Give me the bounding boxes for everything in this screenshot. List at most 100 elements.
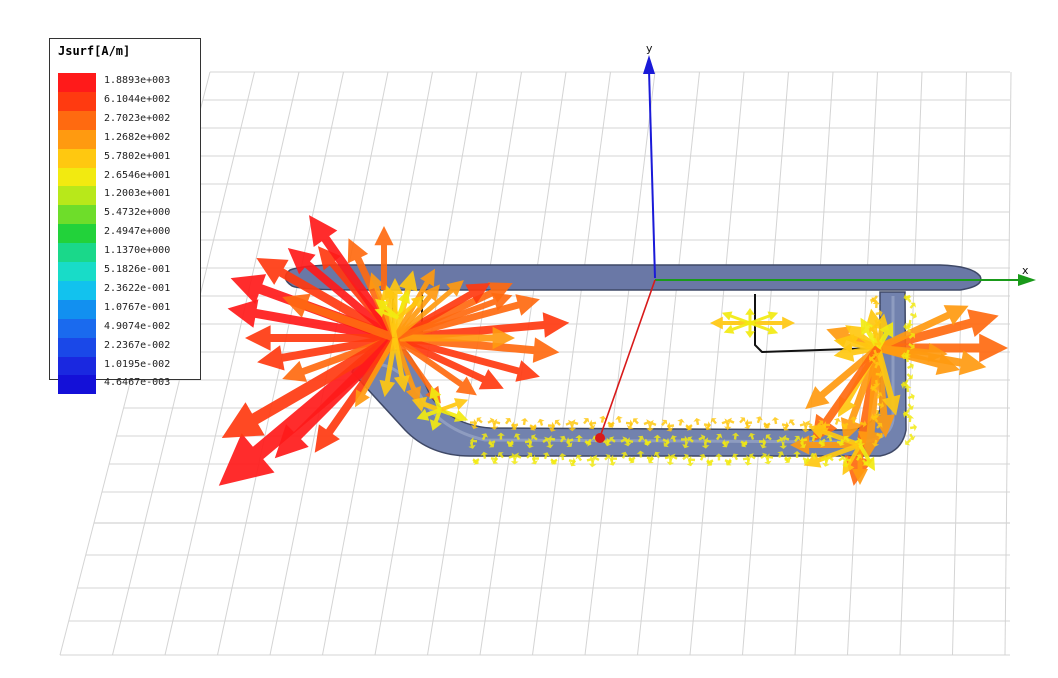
current-arrow [628,455,636,463]
current-arrow [876,422,883,429]
current-arrow [715,453,723,461]
current-arrow [777,451,785,459]
legend-swatch [58,224,96,244]
current-arrow [682,453,689,461]
legend-label: 4.6467e-003 [104,377,171,389]
current-arrow [620,451,628,459]
current-arrow [868,326,876,334]
current-arrow [788,419,795,426]
current-arrow [589,419,597,428]
legend-swatch [58,129,96,149]
current-arrow [687,436,694,443]
grid-line [794,71,834,656]
current-arrow [488,439,496,447]
current-arrow [394,294,540,342]
current-arrow [554,419,561,426]
current-arrow [653,451,661,459]
grid-line [164,71,300,656]
current-arrow [497,452,504,459]
legend-label: 6.1044e+002 [104,93,171,105]
z-axis-line [599,279,656,438]
current-arrow [760,452,767,459]
current-arrow [558,453,567,461]
current-arrow [548,424,556,432]
current-arrow [731,453,739,461]
current-arrow [394,334,540,382]
current-arrow [355,336,398,408]
legend-entry: 1.1370e+000 [58,243,198,263]
current-arrow [439,408,469,422]
y-axis-arrowhead [643,55,655,74]
current-arrow [514,452,522,460]
current-arrow [827,454,834,462]
current-arrow [583,418,590,425]
current-arrow [857,439,865,447]
current-arrow [710,316,750,330]
current-arrow [909,302,916,309]
legend-title: Jsurf[A/m] [58,44,131,58]
current-arrow [908,433,916,441]
current-arrow [833,418,841,425]
current-arrow [497,432,505,440]
current-arrow [764,457,772,465]
legend-entry: 5.7802e+001 [58,148,198,168]
current-arrow [869,356,876,363]
coordinate-axes: y x [595,42,1036,443]
current-arrow [817,420,824,427]
current-arrow [763,422,771,429]
current-arrow [872,301,881,309]
current-arrow [227,299,396,343]
current-arrow [395,326,515,350]
current-arrow [487,417,495,425]
current-arrow [706,458,714,466]
current-arrow [532,454,539,463]
current-arrow [907,362,914,370]
current-arrow [801,425,810,433]
grid-line [427,71,522,656]
current-arrow [843,435,850,443]
current-arrow [910,312,917,320]
current-arrow [877,401,885,409]
current-arrow [902,411,910,418]
current-arrow [505,418,512,425]
current-arrow [686,424,693,431]
current-arrow [530,424,537,431]
current-arrow [799,441,807,449]
current-arrow [520,418,529,426]
current-arrow [568,424,576,432]
current-arrow [559,435,567,443]
current-arrow [859,420,867,428]
current-arrow [646,424,654,432]
current-arrow [429,409,442,431]
current-arrow [872,415,879,423]
legend-swatch [58,73,96,92]
legend-entry: 1.2682e+002 [58,129,198,149]
current-arrow [822,459,830,467]
current-arrow [470,437,478,445]
current-arrow [393,335,477,396]
legend-label: 1.1370e+000 [104,245,171,257]
legend-label: 2.6546e+001 [104,169,171,181]
current-arrow [749,321,779,335]
top-plate [284,264,982,291]
current-arrow [677,418,685,426]
current-arrow [819,438,826,445]
current-arrow [852,445,868,485]
current-arrow [731,432,740,440]
current-arrow [873,313,890,349]
current-arrow [741,441,748,448]
legend-label: 5.1826e-001 [104,264,171,275]
current-arrow [608,421,615,428]
current-arrow [877,342,948,362]
current-arrow [274,334,399,459]
grid-line [899,71,923,656]
current-arrow [599,415,607,423]
legend-swatch [58,318,96,338]
current-arrow [872,347,895,438]
legend-swatch [58,356,96,376]
legend-label: 1.2003e+001 [104,188,171,200]
current-arrow [476,417,483,424]
legend-entry: 2.4947e+000 [58,224,198,244]
current-arrow [396,289,410,319]
